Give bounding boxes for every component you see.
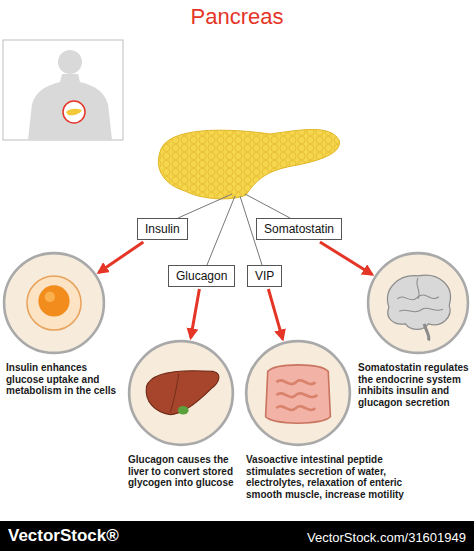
- title: Pancreas: [0, 4, 474, 30]
- target-circle: Vasoactive intestinal peptide stimulates…: [244, 339, 352, 447]
- target-circle: Somatostatin regulates the endocrine sys…: [366, 251, 470, 355]
- hormone-label: VIP: [247, 265, 282, 287]
- hormone-arrow: [320, 242, 372, 274]
- hormone-label: Insulin: [137, 218, 188, 240]
- target-circle: Insulin enhances glucose uptake and meta…: [2, 251, 106, 355]
- caption-text: Somatostatin regulates the endocrine sys…: [358, 362, 470, 409]
- watermark: VectorStock.com/31601949: [307, 530, 466, 545]
- hormone-arrow: [191, 289, 200, 338]
- target-illustration: [2, 251, 106, 355]
- hormone-name: Glucagon: [176, 269, 227, 283]
- target-illustration: [127, 339, 235, 447]
- watermark: VectorStock®: [8, 526, 119, 546]
- hormone-arrow: [99, 242, 144, 273]
- hormone-label: Somatostatin: [256, 218, 342, 240]
- hormone-name: Somatostatin: [264, 222, 334, 236]
- hormone-label: Glucagon: [168, 265, 235, 287]
- target-illustration: [366, 251, 470, 355]
- hormone-arrow: [268, 289, 282, 339]
- caption-text: Glucagon causes the liver to convert sto…: [128, 454, 238, 489]
- hormone-name: VIP: [255, 269, 274, 283]
- target-illustration: [244, 339, 352, 447]
- hormone-name: Insulin: [145, 222, 180, 236]
- target-circle: Glucagon causes the liver to convert sto…: [127, 339, 235, 447]
- pancreas: [158, 130, 339, 199]
- body-inset: [3, 40, 123, 140]
- caption-text: Vasoactive intestinal peptide stimulates…: [246, 454, 424, 501]
- caption-text: Insulin enhances glucose uptake and meta…: [6, 362, 118, 397]
